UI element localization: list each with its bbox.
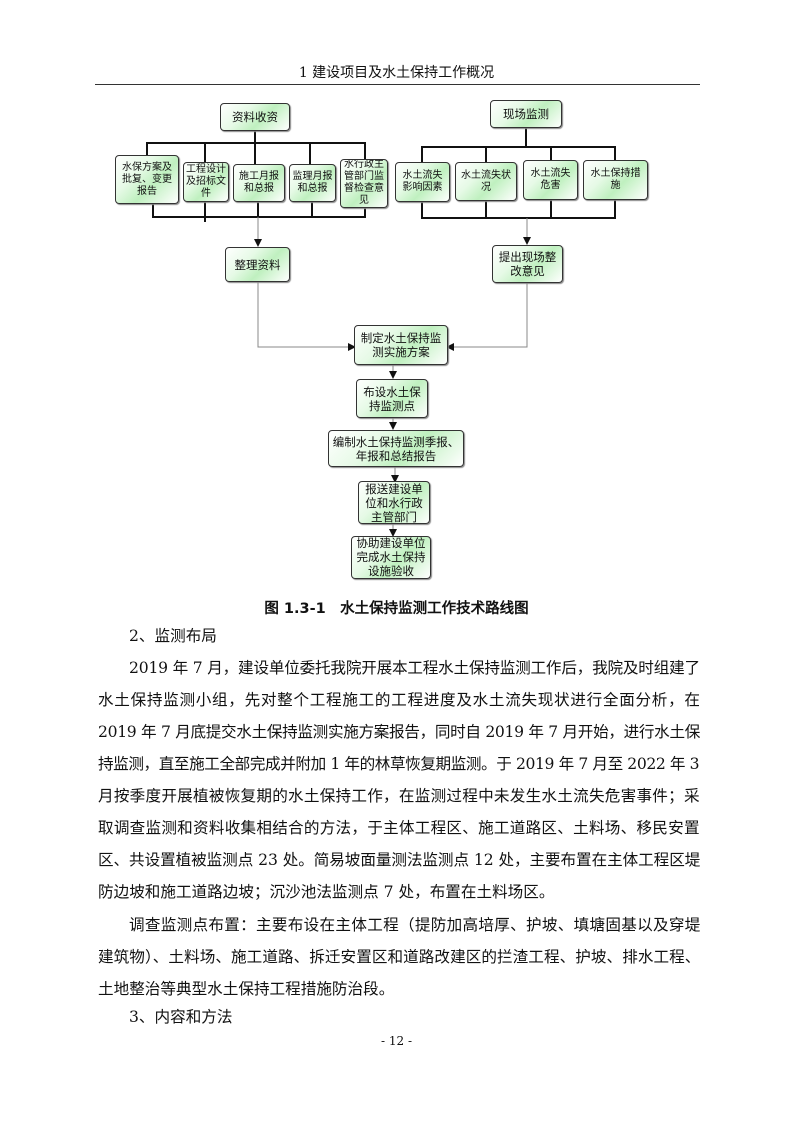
header-rule xyxy=(95,84,700,85)
figure-caption: 图 1.3-1 水土保持监测工作技术路线图 xyxy=(264,601,529,617)
section-heading: 2、监测布局 xyxy=(129,627,217,645)
node-right-item: 水土流失危害 xyxy=(523,160,578,200)
page-number: - 12 - xyxy=(380,1034,412,1048)
paragraph-line: 2019 年 7 月，建设单位委托我院开展本工程水土保持监测工作后，我院及时组建… xyxy=(129,659,700,677)
section-heading: 3、内容和方法 xyxy=(129,1008,233,1026)
paragraph-line: 2019 年 7 月底提交水土保持监测实施方案报告，同时自 2019 年 7 月… xyxy=(98,723,701,741)
node-left-item: 水保方案及批复、变更报告 xyxy=(115,155,179,204)
node-left-item: 水行政主管部门监督检查意见 xyxy=(340,158,388,208)
paragraph-line: 建筑物）、土料场、施工道路、拆迁安置区和道路改建区的拦渣工程、护坡、排水工程、 xyxy=(98,948,701,966)
paragraph-line: 区、共设置植被监测点 23 处。简易坡面量测法监测点 12 处，主要布置在主体工… xyxy=(98,851,701,869)
node-step: 报送建设单位和水行政主管部门 xyxy=(358,481,430,524)
paragraph-line: 持监测，直至施工全部完成并附加 1 年的林草恢复期监测。于 2019 年 7 月… xyxy=(98,755,700,773)
paragraph-line: 土地整治等典型水土保持工程措施防治段。 xyxy=(98,980,395,998)
node-organize-data: 整理资料 xyxy=(225,247,290,282)
node-field-monitoring: 现场监测 xyxy=(490,100,562,128)
node-step: 协助建设单位完成水土保持设施验收 xyxy=(351,535,431,579)
node-right-item: 水土流失状况 xyxy=(455,162,517,201)
paragraph-line: 防边坡和施工道路边坡；沉沙池法监测点 7 处，布置在土料场区。 xyxy=(98,883,555,901)
paragraph-line: 水土保持监测小组，先对整个工程施工的工程进度及水土流失现状进行全面分析，在 xyxy=(98,691,701,709)
node-left-item: 监理月报和总报 xyxy=(289,164,336,202)
paragraph-line: 取调查监测和资料收集相结合的方法，于主体工程区、施工道路区、土料场、移民安置 xyxy=(98,819,700,837)
node-step: 编制水土保持监测季报、年报和总结报告 xyxy=(328,430,464,467)
node-data-collection: 资料收资 xyxy=(220,103,290,131)
node-right-item: 水土保持措施 xyxy=(583,160,648,200)
node-rectification: 提出现场整改意见 xyxy=(492,245,563,283)
node-left-item: 施工月报和总报 xyxy=(233,164,285,202)
paragraph-line: 调查监测点布置：主要布设在主体工程（提防加高培厚、护坡、填塘固基以及穿堤 xyxy=(129,916,701,934)
node-left-item: 工程设计及招标文件 xyxy=(183,162,229,202)
running-header: 1 建设项目及水土保持工作概况 xyxy=(298,65,495,81)
node-right-item: 水土流失影响因素 xyxy=(395,162,450,202)
node-step: 布设水土保持监测点 xyxy=(356,379,428,418)
node-step: 制定水土保持监测实施方案 xyxy=(354,325,448,365)
paragraph-line: 月按季度开展植被恢复期的水土保持工作，在监测过程中未发生水土流失危害事件；采 xyxy=(98,787,700,805)
flowchart-connectors xyxy=(146,128,616,537)
